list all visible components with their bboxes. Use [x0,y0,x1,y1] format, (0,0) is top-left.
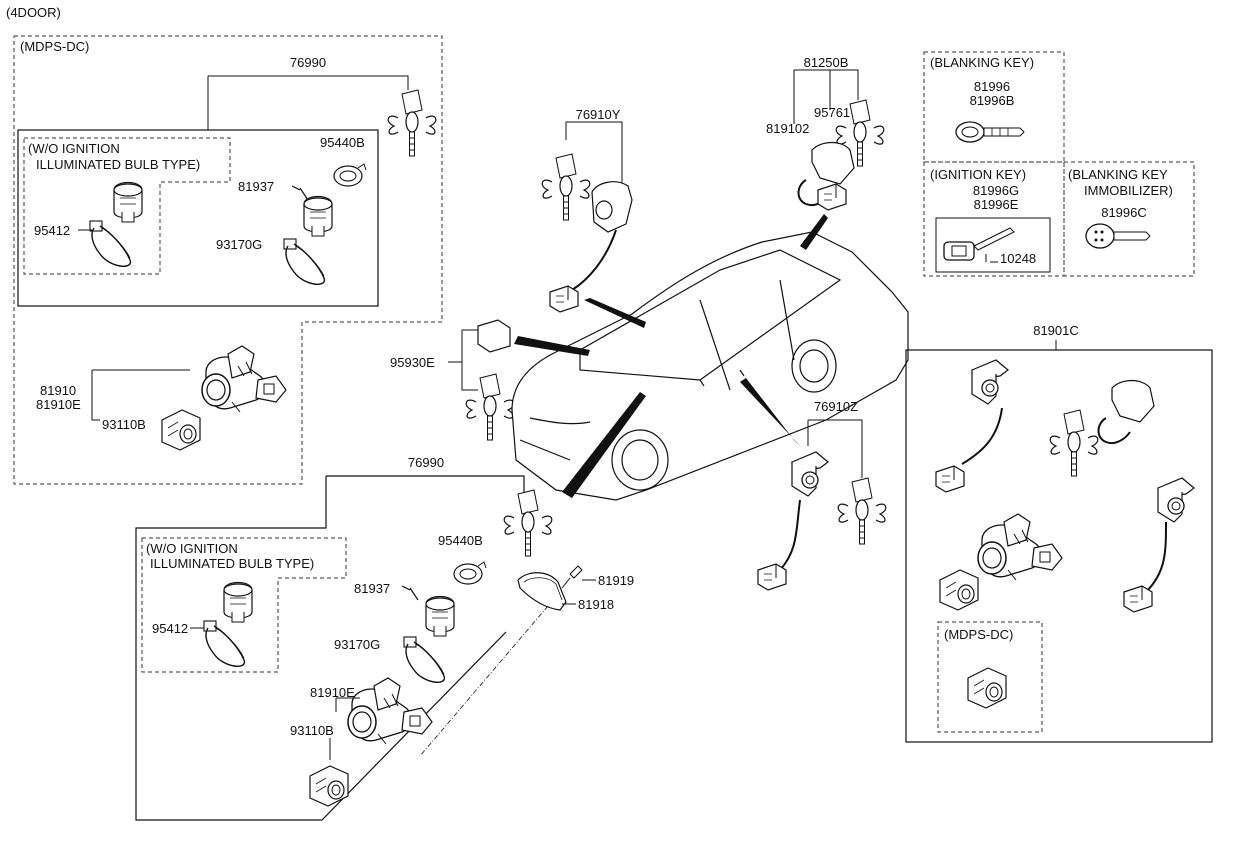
part-label-95761: 95761 [814,105,851,120]
group-label-illuminated-bulb-bottom: ILLUMINATED BULB TYPE) [150,556,315,571]
part-label-81996e: 81996E [973,197,1019,212]
group-label-immobilizer: IMMOBILIZER) [1084,183,1173,198]
group-label-mdps-dc: (MDPS-DC) [20,39,90,54]
group-label-blanking-key-immo: (BLANKING KEY [1068,167,1168,182]
part-label-95440b-bottom: 95440B [438,533,483,548]
part-label-93110b-bottom: 93110B [290,723,334,738]
part-label-76910z: 76910Z [813,399,859,414]
group-label-wo-ignition-bottom: (W/O IGNITION [146,541,238,556]
diagram-header: (4DOOR) [6,5,61,20]
part-label-81937: 81937 [238,179,275,194]
group-label-ignition-key: (IGNITION KEY) [930,167,1027,182]
part-label-81910e: 81910E [36,397,81,412]
part-label-81919: 81919 [598,573,635,588]
group-label-wo-ignition: (W/O IGNITION [28,141,120,156]
part-label-95412-bottom: 95412 [152,621,189,636]
part-label-81901c: 81901C [1033,323,1079,338]
part-label-93110b: 93110B [102,417,146,432]
car-outline [511,231,909,501]
part-label-81918: 81918 [578,597,615,612]
part-label-81250b: 81250B [803,55,849,70]
group-label-mdps-dc-right: (MDPS-DC) [944,627,1014,642]
part-label-95930e: 95930E [390,355,435,370]
part-label-76910y: 76910Y [575,107,621,122]
group-label-blanking-key: (BLANKING KEY) [930,55,1035,70]
part-label-10248: 10248 [1000,251,1037,266]
part-label-81996b: 81996B [969,93,1015,108]
part-label-81996: 81996 [973,79,1011,94]
part-label-81910: 81910 [40,383,77,398]
part-label-95440b: 95440B [320,135,365,150]
part-label-76990-bottom: 76990 [407,455,445,470]
part-label-81910e-bottom: 81910E [310,685,355,700]
part-label-95412: 95412 [34,223,71,238]
part-label-93170g: 93170G [216,237,263,252]
part-label-81996c: 81996C [1101,205,1147,220]
group-label-illuminated-bulb: ILLUMINATED BULB TYPE) [36,157,201,172]
part-label-93170g-bottom: 93170G [334,637,381,652]
part-label-81996g: 81996G [972,183,1020,198]
part-label-819102: 819102 [766,121,810,136]
part-label-81937-bottom: 81937 [354,581,391,596]
part-label-76990: 76990 [289,55,327,70]
